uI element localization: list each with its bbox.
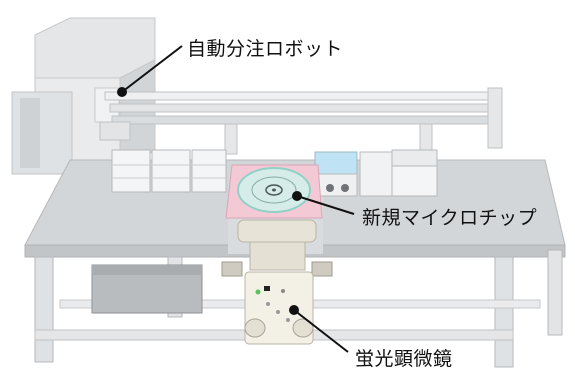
callout-robot bbox=[117, 45, 183, 97]
label-microchip: 新規マイクロチップ bbox=[362, 207, 538, 229]
controller-box bbox=[91, 264, 203, 314]
microchip-plate bbox=[225, 164, 323, 219]
callout-chip bbox=[292, 191, 355, 215]
reservoir-blocks bbox=[314, 149, 438, 197]
gantry-rails bbox=[99, 87, 503, 155]
microscope bbox=[221, 219, 333, 345]
label-dispensing-robot: 自動分注ロボット bbox=[187, 38, 344, 60]
label-fluorescence-microscope: 蛍光顕微鏡 bbox=[355, 348, 453, 370]
tip-racks bbox=[111, 149, 227, 193]
callout-microscope bbox=[289, 305, 349, 353]
